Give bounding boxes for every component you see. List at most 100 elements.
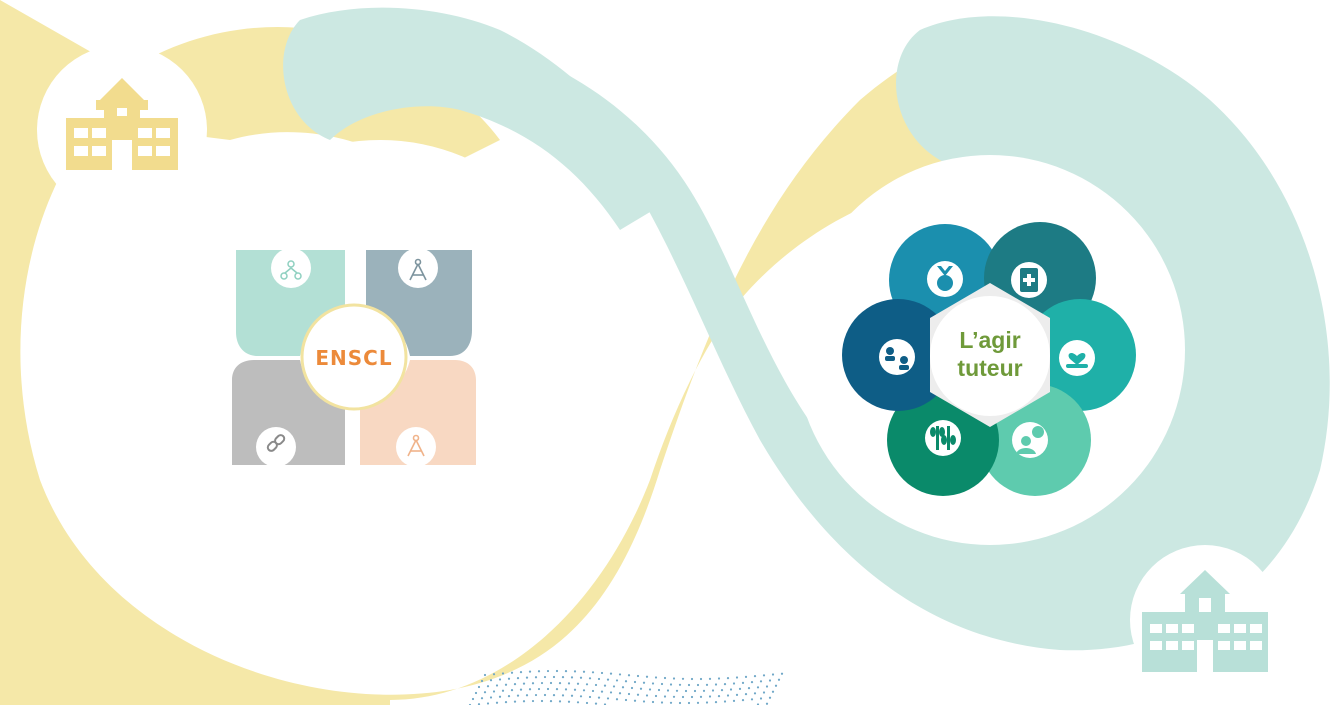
person-question-icon (1016, 426, 1044, 454)
dot (687, 701, 691, 705)
dot (780, 672, 784, 675)
dot (594, 702, 598, 705)
dot (573, 670, 577, 673)
dot (732, 682, 736, 685)
dot (612, 685, 616, 688)
dot (720, 688, 724, 692)
dot (636, 674, 640, 678)
dot (507, 677, 511, 680)
dot (570, 694, 574, 697)
dot (750, 681, 754, 684)
dot (627, 692, 631, 696)
dot (711, 689, 715, 692)
dot (534, 676, 538, 679)
dot (558, 700, 562, 703)
dot (759, 697, 763, 700)
dot (690, 677, 694, 681)
dot (591, 689, 595, 693)
dot (582, 670, 586, 673)
dot (771, 690, 775, 693)
agir-label-line1: L’agir (959, 327, 1020, 353)
dot (543, 693, 547, 697)
dot (546, 669, 550, 673)
puzzle-piece-peach (360, 360, 476, 465)
dot (618, 692, 622, 695)
dot (480, 679, 484, 683)
dot (588, 677, 592, 680)
dot (519, 688, 523, 691)
dot (504, 683, 508, 686)
dot (648, 688, 652, 691)
dot (582, 689, 586, 692)
dot (702, 689, 706, 692)
dot (636, 693, 640, 696)
dot (696, 701, 700, 704)
dot (474, 691, 478, 695)
school-badge (37, 45, 207, 215)
hospital-badge (1130, 545, 1280, 695)
dot (690, 695, 694, 699)
dot (480, 697, 484, 700)
dot (609, 691, 613, 694)
dot (618, 673, 622, 676)
dot (699, 677, 703, 681)
dot (735, 676, 739, 679)
dot (492, 673, 496, 676)
dot (639, 687, 643, 690)
dot (759, 680, 763, 683)
dot (768, 696, 772, 699)
dot (672, 695, 676, 698)
dot (498, 695, 502, 698)
dot (708, 695, 712, 698)
dot (723, 682, 727, 686)
dot (708, 677, 712, 680)
dot (510, 671, 514, 674)
dot (657, 688, 661, 692)
dot (549, 700, 553, 703)
compass-icon (409, 258, 427, 281)
dot (678, 701, 682, 705)
dot (546, 687, 550, 691)
exchange-people-icon (885, 347, 909, 370)
dot (633, 699, 637, 702)
dot (597, 696, 601, 699)
dot (585, 701, 589, 705)
puzzle-piece-mint (236, 250, 345, 356)
dot (525, 676, 529, 679)
dot (732, 699, 736, 702)
dot (594, 683, 598, 687)
dot (741, 699, 745, 702)
dot (579, 695, 583, 698)
dot (714, 700, 718, 704)
medal-icon (937, 266, 953, 291)
dot (516, 677, 520, 680)
dot (486, 685, 490, 688)
dot (495, 684, 499, 687)
dot (669, 683, 673, 686)
dot (606, 697, 610, 700)
dot (624, 680, 628, 683)
dot (561, 676, 565, 679)
dot (681, 677, 685, 680)
dot (654, 676, 658, 679)
dot (705, 701, 709, 704)
dot (552, 675, 556, 679)
dot (522, 682, 526, 685)
dot (567, 682, 571, 685)
dot (660, 701, 664, 704)
dot (717, 677, 721, 680)
dot (693, 689, 697, 693)
dot (492, 690, 496, 693)
dot (762, 691, 766, 694)
dot (489, 679, 493, 682)
dot (741, 681, 745, 684)
dot (537, 687, 541, 691)
wheat-icon (930, 426, 956, 450)
dot (735, 693, 739, 696)
dot (477, 685, 481, 689)
dot (501, 689, 505, 692)
dot (588, 695, 592, 699)
dot (495, 701, 499, 704)
dot (615, 679, 619, 682)
dot (564, 670, 568, 673)
